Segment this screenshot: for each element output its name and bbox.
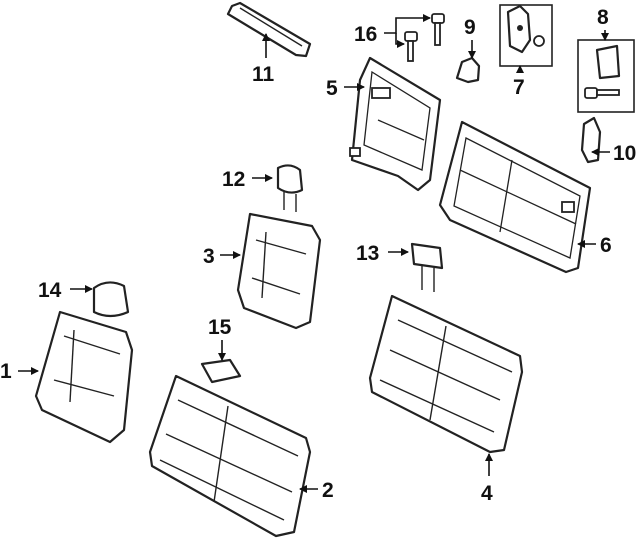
callout-11: 11 [252,63,275,86]
callout-5: 5 [326,77,338,100]
seat-back-4-part [368,294,524,454]
callout-9: 9 [464,16,476,39]
callout-14: 14 [38,279,62,302]
seat-back-3-part [236,212,322,330]
latch-part [499,4,553,67]
seat-cushion-2-part [148,374,312,538]
callout-6: 6 [600,234,612,257]
seat-back-frame-large-part [438,120,592,274]
leader-lines [18,14,610,493]
callout-7: 7 [513,76,525,99]
callout-10: 10 [613,142,636,165]
striker-bracket-part [577,39,635,113]
callout-3: 3 [203,245,215,268]
callout-8: 8 [597,6,609,29]
trim-strip-part [226,1,312,58]
callout-13: 13 [356,242,379,265]
bolt-pair-part [404,13,445,62]
headrest-12-part [276,164,304,212]
bracket-part [455,56,481,84]
callout-2: 2 [322,479,334,502]
headrest-14-part [92,281,130,318]
pad-part [200,358,242,384]
callout-labels: 1 2 3 4 5 6 7 8 9 10 11 12 13 14 15 16 [0,6,636,505]
leader-16b [395,33,405,48]
seat-back-frame-small-part [349,56,442,192]
leader-16 [384,14,431,34]
headrest-13-part [410,242,444,292]
callout-15: 15 [208,316,232,339]
seat-back-1-part [34,310,134,444]
callout-4: 4 [481,482,493,505]
callout-16: 16 [354,23,377,46]
callout-1: 1 [0,360,12,383]
hinge-bracket-part [580,116,602,164]
callout-12: 12 [222,168,245,191]
